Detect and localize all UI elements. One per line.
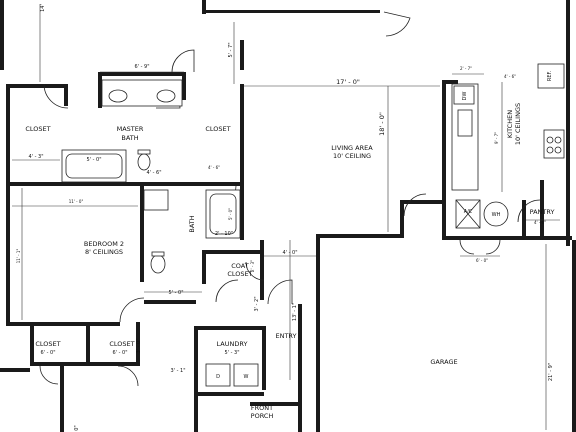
dim-living-depth: 18' - 0"	[378, 112, 386, 136]
dim-closet-b: 6' - 0"	[112, 350, 127, 356]
dim-pantry-w: 4' - 6"	[534, 220, 546, 225]
dim-hall-d: 3' - 2"	[254, 296, 260, 311]
dim-kitchen-depth: 9' - 7"	[494, 132, 499, 144]
label-closet-master-right: CLOSET	[205, 125, 230, 133]
dim-garage-d: 21' - 9"	[548, 363, 554, 381]
dim-kitchen-top-b: 4' - 6"	[504, 74, 516, 79]
dim-closet-left: 4' - 3"	[28, 154, 43, 160]
dim-bottom-left: 0"	[74, 425, 80, 430]
label-closet-master-left: CLOSET	[25, 125, 50, 133]
dim-bath-tub: 2' - 10"	[215, 231, 233, 237]
dimension-labels: 14' 6' - 9" 5' - 7" 17' - 0" 18' - 0" 2'…	[16, 4, 554, 431]
label-closet-b: CLOSET	[109, 340, 134, 348]
label-garage: GARAGE	[430, 358, 457, 366]
dim-laundry: 5' - 3"	[224, 350, 239, 356]
label-master-bath-2: BATH	[121, 134, 138, 142]
label-wh: WH	[492, 212, 501, 218]
dim-bedroom-width: 11' - 0"	[69, 199, 84, 204]
label-dw: DW	[462, 92, 468, 101]
dim-hall-depth: 5' - 7"	[228, 42, 234, 57]
dim-closet-right-w: 4' - 6"	[208, 165, 220, 170]
dim-living-width: 17' - 0"	[336, 78, 360, 86]
label-closet-a: CLOSET	[35, 340, 60, 348]
dim-bath-depth: 5' - 0"	[228, 208, 233, 220]
label-front-porch-2: PORCH	[251, 412, 274, 420]
label-coat-2: CLOSET	[227, 270, 252, 278]
label-coat-1: COAT	[231, 262, 248, 270]
dim-vanity: 4' - 6"	[146, 170, 161, 176]
dim-bedroom-depth: 11' - 1"	[16, 249, 21, 264]
dim-top-left: 14'	[40, 4, 46, 12]
dim-bath-width: 6' - 9"	[134, 64, 149, 70]
dim-hall-w: 5' - 0"	[168, 290, 183, 296]
label-master-bath-1: MASTER	[117, 125, 144, 133]
label-living-area-1: LIVING AREA	[331, 144, 373, 152]
label-dryer: D	[216, 374, 220, 380]
dim-coat-d: 2' - 3"	[250, 260, 255, 272]
dim-closet-b-d: 3' - 0"	[136, 338, 142, 353]
dim-tub: 5' - 0"	[86, 157, 101, 163]
label-entry: ENTRY	[275, 332, 296, 340]
dim-kitchen-top-a: 2' - 7"	[460, 66, 472, 71]
label-bedroom2-2: 8' CEILINGS	[85, 248, 123, 256]
label-front-porch-1: FRONT	[251, 404, 273, 412]
label-ref: REF.	[547, 70, 553, 81]
label-washer: W	[244, 374, 249, 380]
label-ac: A/C	[464, 209, 473, 215]
label-bath: BATH	[188, 215, 196, 232]
label-kitchen-2: 10' CEILINGS	[514, 103, 522, 145]
label-laundry: LAUNDRY	[217, 340, 248, 348]
dim-laundry-door: 3' - 1"	[170, 368, 185, 374]
dim-entry-d: 13' - 1"	[292, 303, 298, 321]
label-bedroom2-1: BEDROOM 2	[84, 240, 124, 248]
dim-coat-w: 4' - 0"	[282, 250, 297, 256]
dim-closet-a: 6' - 0"	[40, 350, 55, 356]
fixtures	[61, 63, 565, 387]
label-kitchen-1: KITCHEN	[506, 110, 514, 138]
dim-ac-w: 6' - 0"	[476, 258, 488, 263]
dimension-lines	[12, 4, 560, 430]
label-pantry: PANTRY	[530, 208, 555, 216]
fixture-labels: DW REF. A/C WH D W	[216, 70, 553, 380]
room-labels: CLOSET MASTER BATH CLOSET LIVING AREA 10…	[25, 103, 554, 420]
label-living-area-2: 10' CEILING	[333, 152, 371, 160]
